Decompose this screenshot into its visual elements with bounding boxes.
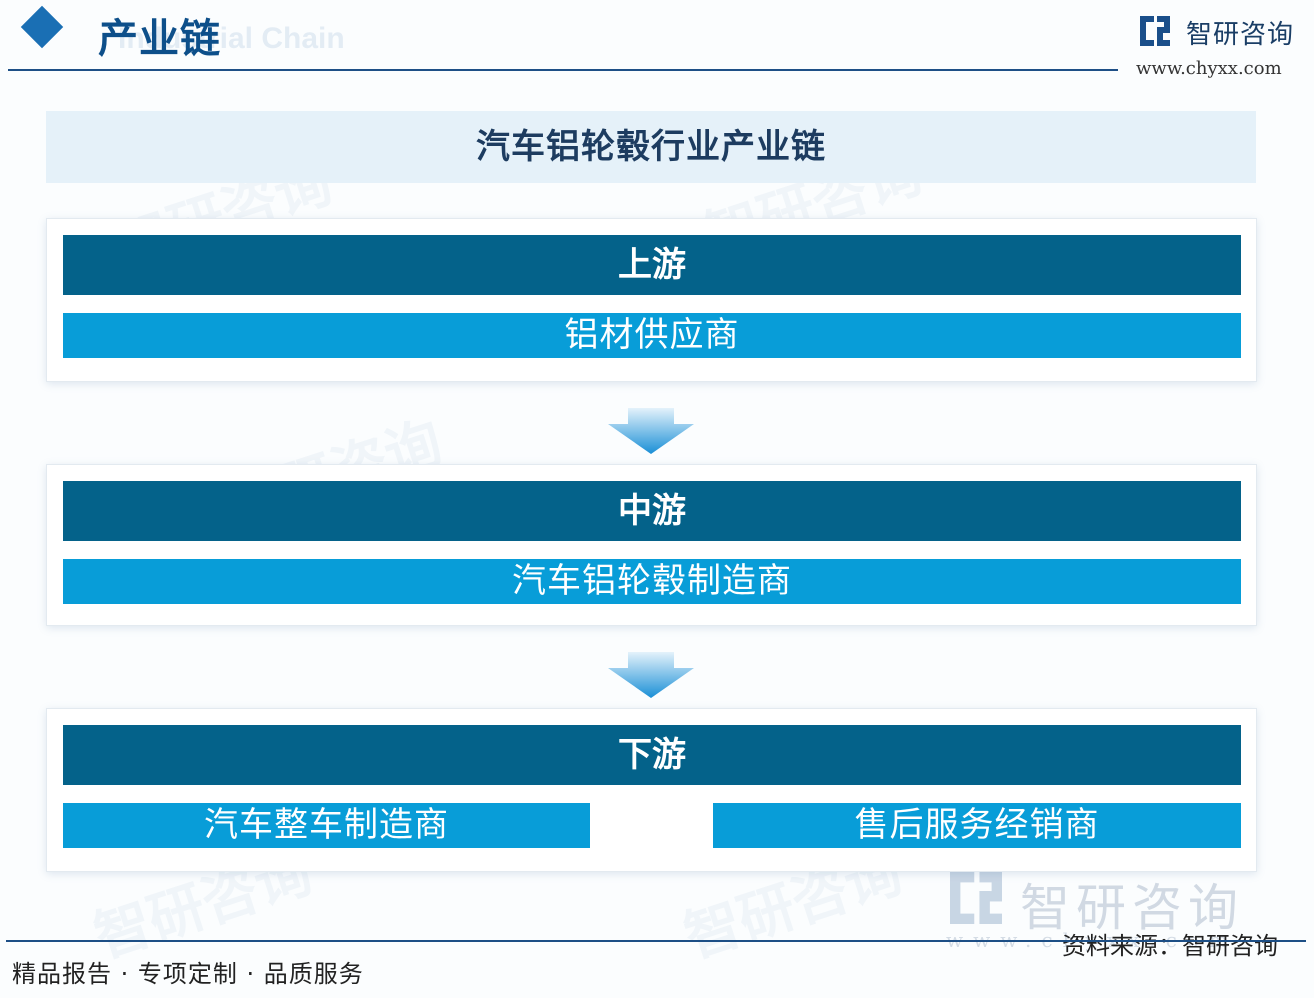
stage-midstream-item: 汽车铝轮毂制造商 bbox=[63, 559, 1241, 604]
stage-downstream-item-aftermarket: 售后服务经销商 bbox=[713, 803, 1241, 848]
footer-slogan: 精品报告 · 专项定制 · 品质服务 bbox=[12, 960, 364, 988]
watermark-brand-name: 智研咨询 bbox=[1020, 879, 1244, 937]
stage-midstream: 中游 汽车铝轮毂制造商 bbox=[46, 464, 1257, 626]
stage-midstream-header: 中游 bbox=[63, 481, 1241, 541]
brand-url: www.chyxx.com bbox=[1136, 58, 1282, 79]
down-arrow-icon bbox=[608, 408, 694, 454]
diagram-title-banner: 汽车铝轮毂行业产业链 bbox=[46, 111, 1256, 183]
stage-downstream-item-oem: 汽车整车制造商 bbox=[63, 803, 590, 848]
stage-upstream-header: 上游 bbox=[63, 235, 1241, 295]
stage-downstream-header: 下游 bbox=[63, 725, 1241, 785]
stage-upstream-item: 铝材供应商 bbox=[63, 313, 1241, 358]
header-diamond-icon bbox=[20, 5, 64, 49]
page-title: 产业链 bbox=[98, 16, 221, 62]
source-note: 资料来源：智研咨询 bbox=[1062, 932, 1278, 960]
header-divider bbox=[8, 69, 1118, 71]
stage-downstream: 下游 汽车整车制造商 售后服务经销商 bbox=[46, 708, 1257, 872]
down-arrow-icon bbox=[608, 652, 694, 698]
stage-upstream: 上游 铝材供应商 bbox=[46, 218, 1257, 382]
chyxx-logo-icon bbox=[1140, 16, 1170, 46]
footer-divider bbox=[6, 940, 1306, 942]
watermark-logo-icon bbox=[950, 872, 1002, 924]
diagram-title: 汽车铝轮毂行业产业链 bbox=[476, 127, 826, 167]
brand-name: 智研咨询 bbox=[1186, 20, 1295, 50]
header-subtitle: Industrial Chain bbox=[118, 22, 345, 55]
